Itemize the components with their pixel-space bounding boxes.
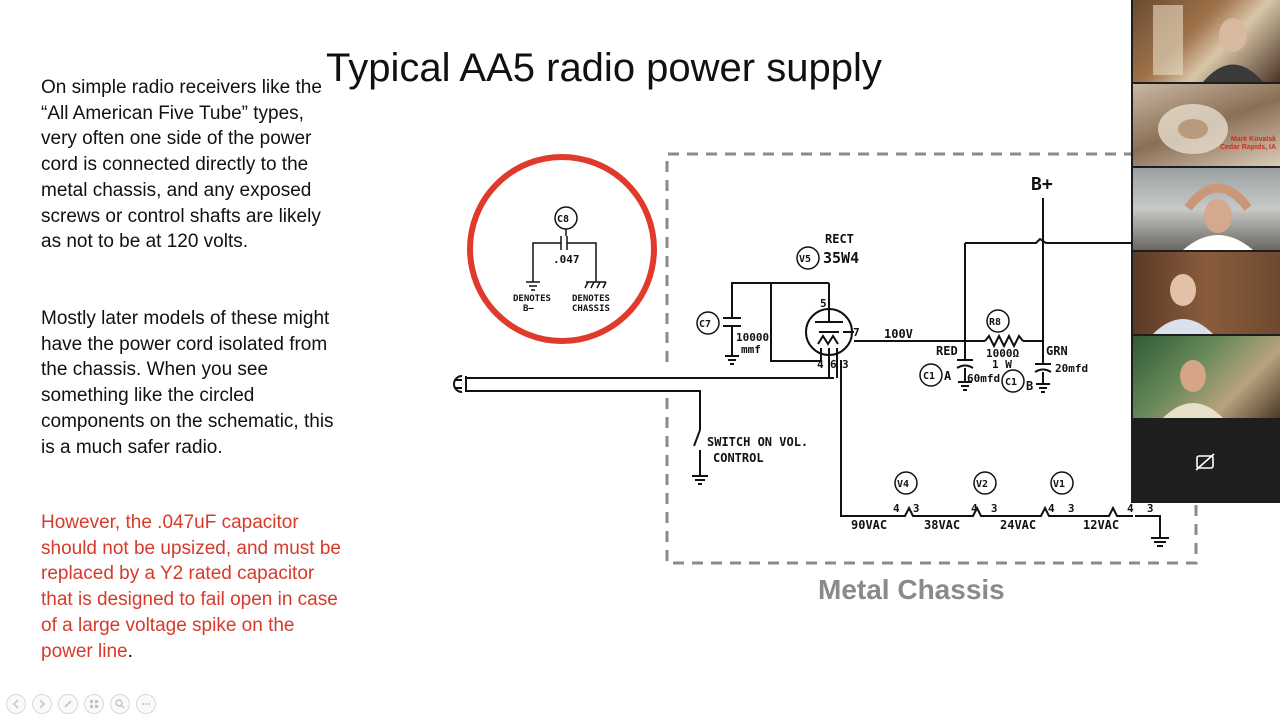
power-cord-plug-icon (453, 375, 467, 393)
participant-video-5[interactable] (1133, 336, 1280, 418)
v5-label: V5 (799, 254, 811, 265)
pin5-label: 5 (820, 297, 827, 310)
v4-label: V4 (897, 479, 909, 490)
filament-string-wires (828, 360, 875, 517)
r8-value-line2: 1 W (992, 358, 1012, 371)
c1b-label: C1 (1005, 377, 1017, 388)
v3-pins: 4 3 (1127, 502, 1154, 515)
zoom-button[interactable] (110, 694, 130, 714)
denotes-chassis-line1: DENOTES (572, 294, 610, 304)
grid-icon (90, 700, 98, 708)
power-cord-wires (466, 377, 834, 430)
r8-label: R8 (989, 317, 1001, 328)
paragraph-aa5-description: On simple radio receivers like the “All … (41, 77, 322, 253)
red-wire-label: RED (936, 344, 958, 358)
participant-video-4[interactable] (1133, 252, 1280, 334)
magnifier-icon (115, 699, 125, 709)
participant-video-1[interactable] (1133, 0, 1280, 82)
participant-3-figure-icon (1183, 183, 1253, 250)
camera-off-icon[interactable] (1195, 453, 1215, 471)
participant-2-location: Cedar Rapids, IA (1219, 144, 1276, 151)
participant-4-figure-icon (1153, 274, 1213, 334)
participant-5-figure-icon (1163, 360, 1223, 418)
r8-value-line1: 1000Ω (986, 347, 1019, 360)
participant-1-figure-icon (1153, 5, 1263, 82)
grn-wire-label: GRN (1046, 344, 1068, 358)
heater-string (875, 505, 1169, 547)
c1a-label: C1 (923, 371, 935, 382)
pin3-label: 3 (842, 358, 849, 371)
b-plus-supply-wiring (854, 198, 1131, 393)
c1a-sub: A (944, 369, 952, 383)
warning-period: . (127, 640, 133, 662)
v2-pins: 4 3 (971, 502, 998, 515)
chassis-boundary (665, 152, 1198, 565)
isolation-legend-circle: C8 .047 DENOTES B— DENOTES CHASSIS (467, 154, 657, 344)
denotes-b-line1: DENOTES (513, 294, 551, 304)
v1-pins: 4 3 (1048, 502, 1075, 515)
metal-chassis-label: Metal Chassis (818, 574, 1005, 605)
previous-slide-button[interactable] (6, 694, 26, 714)
participant-2-name: Mark Kovalsk (1230, 136, 1276, 143)
slide-title: Typical AA5 radio power supply (326, 46, 882, 90)
rectifier-tube-symbol (805, 283, 854, 360)
v4-pins: 4 3 (893, 502, 920, 515)
vac90-label: 90VAC (851, 518, 887, 532)
c1b-value: 20mfd (1055, 362, 1088, 375)
power-switch (692, 429, 708, 485)
v2-label: V2 (976, 479, 988, 490)
tube-type-label: 35W4 (823, 249, 859, 267)
slideshow-toolbar (6, 694, 156, 714)
next-slide-button[interactable] (32, 694, 52, 714)
vac24-label: 24VAC (1000, 518, 1036, 532)
vac12-label: 12VAC (1083, 518, 1119, 532)
schematic-diagram: Metal Chassis C8 .047 DENO (453, 152, 1198, 605)
see-all-slides-button[interactable] (84, 694, 104, 714)
rect-label: RECT (825, 232, 854, 246)
c1a-value: 60mfd (967, 372, 1000, 385)
pin4-label: 4 (817, 358, 824, 371)
c7-value-line1: 10000 (736, 331, 769, 344)
c7-label: C7 (699, 319, 711, 330)
voltage-100v-label: 100V (884, 327, 913, 341)
warning-text: However, the .047uF capacitor should not… (41, 512, 341, 662)
arrow-left-icon (13, 699, 19, 709)
c7-capacitor (723, 282, 829, 365)
c8-label: C8 (557, 214, 569, 225)
v1-label: V1 (1053, 479, 1065, 490)
denotes-chassis-line2: CHASSIS (572, 304, 610, 314)
c8-value: .047 (553, 253, 580, 266)
more-options-button[interactable] (136, 694, 156, 714)
pin7-label: 7 (853, 326, 860, 339)
switch-label-line2: CONTROL (713, 451, 764, 465)
paragraph-capacitor-warning: However, the .047uF capacitor should not… (41, 510, 341, 664)
participant-2-object-icon (1158, 104, 1228, 154)
paragraph-isolated-cord: Mostly later models of these might have … (41, 308, 334, 458)
arrow-right-icon (39, 699, 45, 709)
pin6-label: 6 (830, 358, 837, 371)
denotes-b-line2: B— (523, 304, 534, 314)
switch-label-line1: SWITCH ON VOL. (707, 435, 808, 449)
participant-video-3[interactable] (1133, 168, 1280, 250)
c1b-sub: B (1026, 379, 1033, 393)
pen-tool-button[interactable] (58, 694, 78, 714)
b-plus-label: B+ (1031, 174, 1053, 195)
vac38-label: 38VAC (924, 518, 960, 532)
c7-value-line2: mmf (741, 343, 761, 356)
pen-icon (64, 700, 72, 708)
ellipsis-icon (142, 703, 150, 705)
